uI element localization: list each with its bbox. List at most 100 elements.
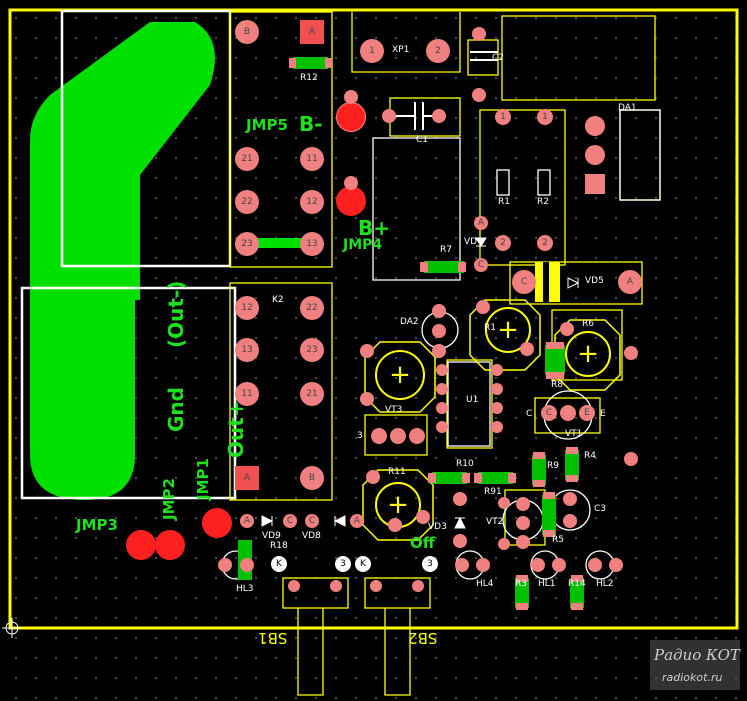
vt1-outline: [534, 397, 601, 434]
trimmer-r1-dial: [485, 307, 531, 353]
pad-k1-12: 12: [300, 190, 324, 214]
pad-misc-2: [498, 538, 510, 550]
pad-jmp3-1: [126, 530, 156, 560]
vd8-symbol: [333, 515, 346, 527]
pad-hl1-2: [552, 558, 566, 572]
pad-k2-11: 11: [235, 382, 259, 406]
label-sb1: SB1: [258, 629, 288, 647]
label-r1: R1: [498, 197, 510, 207]
pad-c3-1: [563, 492, 577, 506]
pad-hl2-2: [609, 558, 623, 572]
pad-vd-a: A: [474, 216, 488, 230]
pad-hl4-2: [476, 558, 490, 572]
r1-r2-outline: [479, 109, 566, 266]
pad-vt1-c: C: [541, 405, 557, 421]
pad-k2-21: 21: [300, 382, 324, 406]
trimmer-da2-dial: [375, 350, 425, 400]
pad-vt2-3: [516, 535, 530, 549]
label-vd5: VD5: [585, 276, 604, 286]
pad-c3-2: [563, 514, 577, 528]
pad-k2-13: 13: [235, 338, 259, 362]
pad-c1-a: [382, 109, 396, 123]
label-jmp1: JMP1: [194, 458, 212, 500]
pad-tr2-1: [476, 300, 490, 314]
label-vt2: VT2: [486, 517, 504, 527]
pad-vd8-c: C: [305, 514, 319, 528]
label-u1: U1: [466, 395, 479, 405]
label-vd9: VD9: [262, 531, 281, 541]
relay-k1-outline: [229, 11, 333, 268]
pad-da2-3: [432, 344, 446, 358]
pad-xp1-1: 1: [360, 39, 384, 63]
label-jmp3: JMP3: [76, 516, 118, 534]
pad-r1-bot: 2: [495, 235, 511, 251]
r2-body: [537, 169, 551, 196]
pad-u1-r2: [491, 383, 503, 395]
pad-u1-l1: [436, 364, 448, 376]
r5-body: [542, 495, 556, 535]
pad-k1-22: 22: [235, 190, 259, 214]
pad-sb1-1: [288, 580, 300, 592]
pad-sb2-1: [370, 580, 382, 592]
label-r9: R9: [547, 461, 559, 471]
da1-outline: [619, 109, 661, 201]
pad-tr4-2: [416, 510, 430, 524]
pad-u1-r1: [491, 364, 503, 376]
svg-text:+: +: [387, 490, 409, 520]
pad-tr3-2: [624, 346, 638, 360]
pad-tr4-1: [366, 470, 380, 484]
pad-vt3-1: [371, 428, 387, 444]
label-xp1: XP1: [392, 45, 410, 55]
pad-sb2-2: [412, 580, 424, 592]
label-hl3: HL3: [236, 584, 254, 594]
copper-bottom-pour: [30, 285, 135, 500]
pad-k2-b: B: [300, 466, 324, 490]
relay-k2-outline: [229, 282, 333, 501]
trimmer-r11-outline: [362, 469, 434, 541]
label-jmp4: JMP4: [343, 237, 383, 253]
label-pin3: 3: [357, 431, 363, 441]
label-pin-c: C: [526, 409, 533, 419]
sb2-lever: [384, 608, 411, 696]
pad-sb1-3: 3: [335, 556, 351, 572]
pad-vt2-1: [516, 497, 530, 511]
pad-k2-23: 23: [300, 338, 324, 362]
label-pin-e: E: [600, 409, 606, 419]
trimmer-r6-dial: [565, 331, 611, 377]
r8-body: [545, 345, 565, 375]
label-r8: R8: [551, 380, 563, 390]
r3-body: [515, 578, 529, 608]
pad-hl2-1: [588, 558, 602, 572]
sb1-lever: [297, 608, 324, 696]
vd-symbol: [475, 237, 487, 247]
label-k2: K2: [272, 295, 284, 305]
pad-u1-l3: [436, 402, 448, 414]
pad-tr1-1: [360, 344, 374, 358]
pad-vd5-c: C: [512, 270, 536, 294]
pad-jmp4: [336, 186, 366, 216]
pad-tr1-2: [360, 392, 374, 406]
pad-vt3-2: [390, 428, 406, 444]
pad-tr4-3: [388, 518, 402, 532]
r9-body: [532, 455, 546, 485]
vd3-symbol: [454, 516, 466, 529]
pad-da2-2: [432, 324, 446, 338]
big-box-middle: [372, 137, 461, 281]
pad-k1-13: 13: [300, 232, 324, 256]
pad-vt1-e: E: [579, 405, 595, 421]
pad-vt3-3: [409, 428, 425, 444]
label-sb2: SB2: [408, 629, 438, 647]
pad-da1-3: [585, 174, 605, 194]
label-r7: R7: [440, 245, 452, 255]
pad-c1-b: [432, 109, 446, 123]
pad-r2-bot: 2: [537, 235, 553, 251]
pad-vd8-a: A: [350, 514, 364, 528]
pad-tr3-1: [560, 322, 574, 336]
pad-r1-top: 1: [495, 109, 511, 125]
pad-sb2-4: K: [355, 556, 371, 572]
pad-vd9-a: A: [240, 514, 254, 528]
copper-trace-23: [238, 238, 308, 248]
pad-da1-1: [585, 116, 605, 136]
pad-xp1-2: 2: [426, 39, 450, 63]
pad-hl1-1: [531, 558, 545, 572]
